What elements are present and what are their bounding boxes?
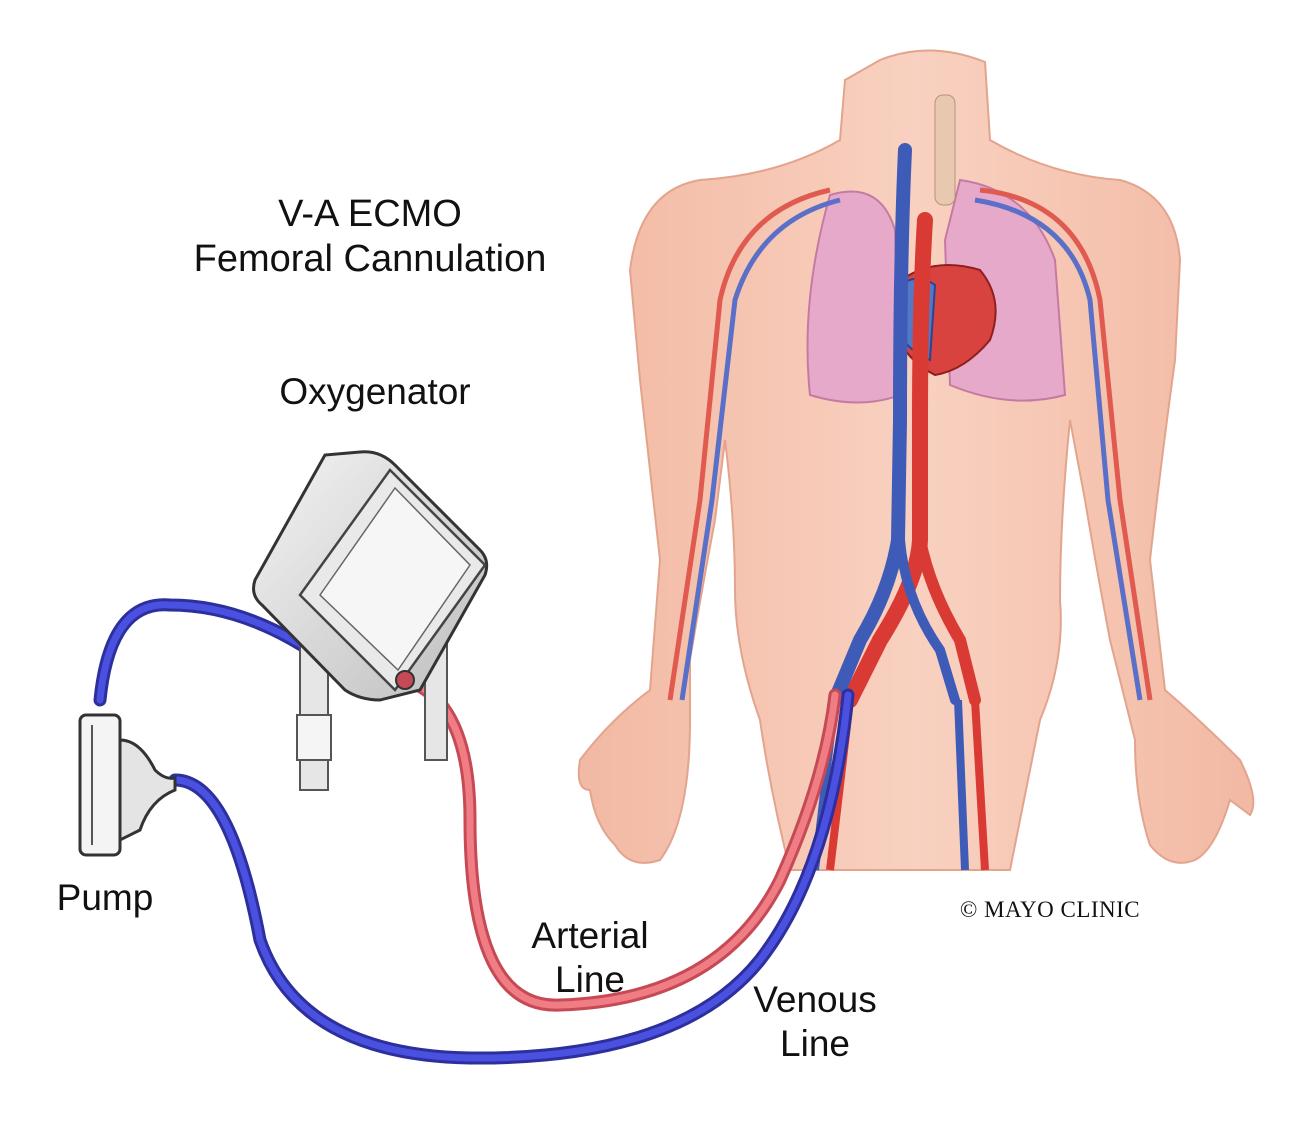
pump-label: Pump — [20, 876, 190, 920]
oxygenator — [254, 452, 487, 700]
pump — [80, 715, 175, 855]
title-line-2: Femoral Cannulation — [110, 237, 630, 282]
human-body — [579, 50, 1254, 870]
arterial-line-label-1: Arterial — [495, 914, 685, 958]
copyright-credit: © MAYO CLINIC — [930, 896, 1170, 923]
venous-line-label-2: Line — [720, 1022, 910, 1066]
arterial-line-label-2: Line — [495, 958, 685, 1002]
venous-line-label-1: Venous — [720, 978, 910, 1022]
arterial-line-label: Arterial Line — [495, 914, 685, 1001]
title-line-1: V-A ECMO — [110, 192, 630, 237]
venous-line-label: Venous Line — [720, 978, 910, 1065]
diagram-title: V-A ECMO Femoral Cannulation — [110, 192, 630, 282]
oxygenator-label: Oxygenator — [230, 370, 520, 414]
